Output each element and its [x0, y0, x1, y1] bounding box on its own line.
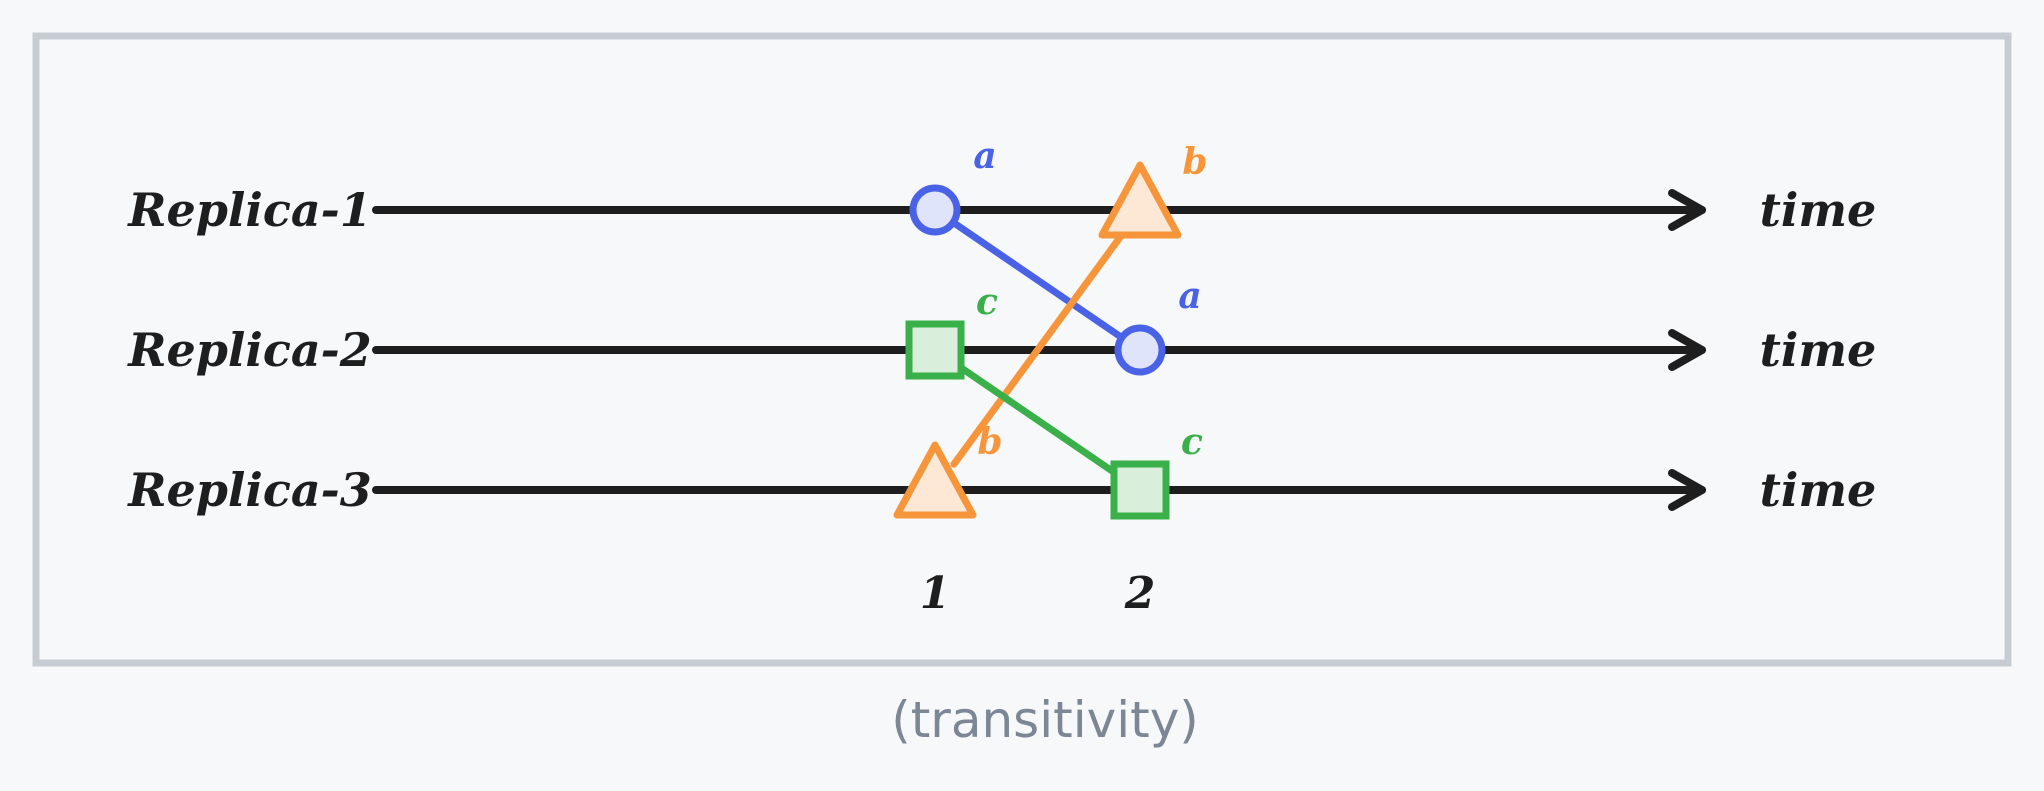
event-label: c — [1181, 421, 1203, 463]
circle-marker-icon — [909, 184, 961, 236]
diagram-frame — [32, 32, 2012, 667]
arrow-head-icon — [1668, 469, 1706, 511]
event-label: a — [1178, 275, 1201, 317]
replica-timeline-3: Replica-3 time — [126, 463, 1876, 517]
time-label: time — [1760, 323, 1877, 377]
diagram-caption: (transitivity) — [891, 691, 1199, 749]
triangle-marker-icon — [1098, 161, 1182, 239]
replica-timeline-2: Replica-2 time — [126, 323, 1876, 377]
replica-label-1: Replica-1 — [126, 183, 372, 237]
tick-label-1: 1 — [920, 568, 951, 619]
replica-timeline-1: Replica-1 time — [126, 183, 1876, 237]
square-marker-icon — [905, 320, 965, 380]
event-b-triangle: b — [1098, 141, 1208, 239]
event-a-circle: a — [909, 135, 997, 236]
event-label: c — [976, 281, 998, 323]
event-c-square: c — [1110, 421, 1203, 520]
replica-label-3: Replica-3 — [126, 463, 372, 517]
arrow-head-icon — [1668, 189, 1706, 231]
square-marker-icon — [1110, 460, 1170, 520]
event-label: b — [1182, 141, 1207, 183]
message-line-3 — [952, 361, 1123, 479]
event-label: b — [977, 421, 1002, 463]
circle-marker-icon — [1114, 324, 1166, 376]
event-label: a — [973, 135, 996, 177]
tick-label-2: 2 — [1124, 568, 1156, 619]
replica-label-2: Replica-2 — [126, 323, 372, 377]
event-b-triangle: b — [893, 421, 1003, 519]
message-line-1 — [949, 218, 1126, 342]
time-label: time — [1760, 463, 1877, 517]
time-label: time — [1760, 183, 1877, 237]
triangle-marker-icon — [893, 441, 977, 519]
event-c-square: c — [905, 281, 998, 380]
message-line-2 — [950, 232, 1125, 468]
event-a-circle: a — [1114, 275, 1202, 376]
arrow-head-icon — [1668, 329, 1706, 371]
